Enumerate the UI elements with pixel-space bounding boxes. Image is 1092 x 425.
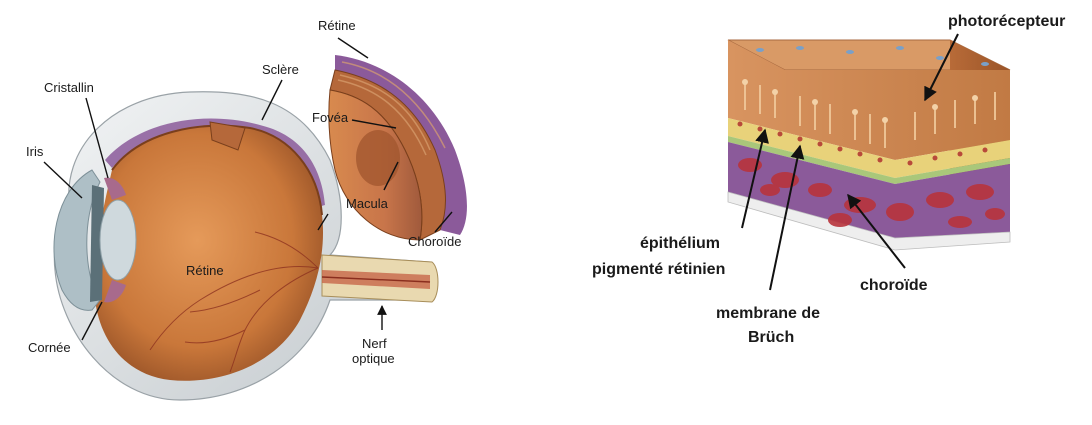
- label-membrane-line2: Brüch: [748, 329, 794, 346]
- label-epithelium-line2: pigmenté rétinien: [592, 261, 725, 278]
- label-retine-center: Rétine: [186, 263, 224, 278]
- label-optique: optique: [352, 351, 395, 366]
- label-choroide-right: choroïde: [860, 277, 928, 294]
- label-membrane-line1: membrane de: [716, 305, 820, 322]
- label-iris: Iris: [26, 144, 44, 159]
- label-retine-top: Rétine: [318, 18, 356, 33]
- label-fovea: Fovéa: [312, 110, 349, 125]
- retina-detail-fragment: [329, 55, 467, 240]
- fovea-pit: [356, 130, 400, 186]
- label-nerf: Nerf: [362, 336, 387, 351]
- label-macula: Macula: [346, 196, 389, 211]
- label-choroide-left: Choroïde: [408, 234, 461, 249]
- label-sclere: Sclère: [262, 62, 299, 77]
- label-epithelium-line1: épithélium: [640, 235, 720, 252]
- retina-block: [728, 40, 1010, 250]
- label-cornee: Cornée: [28, 340, 71, 355]
- lens: [100, 200, 136, 280]
- label-photorecepteur: photorécepteur: [948, 13, 1065, 30]
- label-cristallin: Cristallin: [44, 80, 94, 95]
